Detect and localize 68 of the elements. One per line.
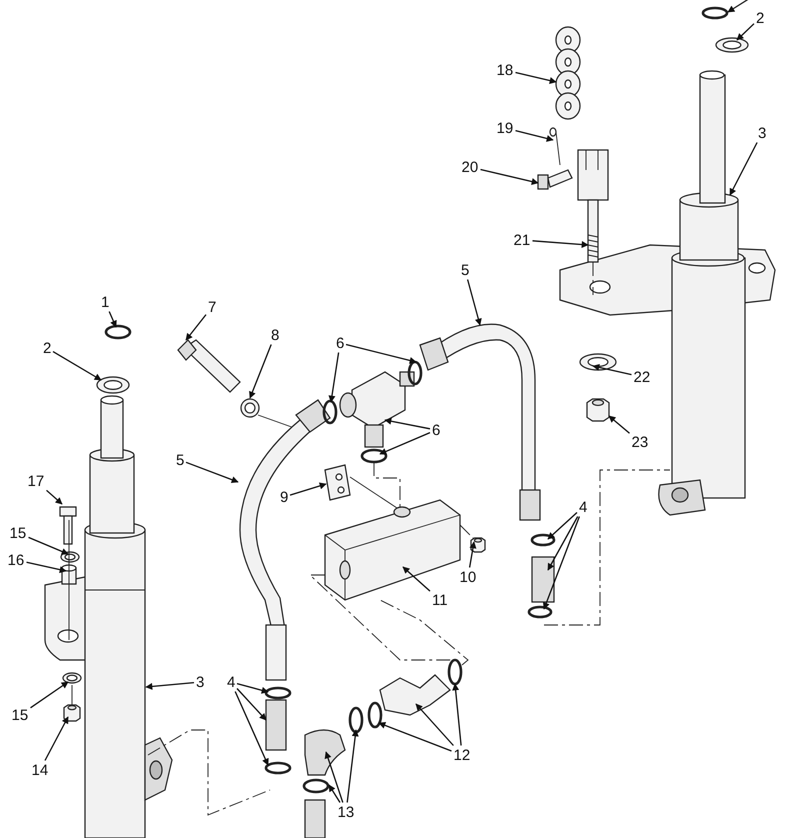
leader-line: [249, 344, 272, 399]
callout-number: 14: [32, 762, 48, 778]
leader-line: [452, 683, 462, 746]
callout-number: 10: [460, 568, 476, 586]
callout-number: 8: [271, 326, 280, 344]
leader-line: [547, 512, 578, 540]
callout-number: 9: [280, 488, 288, 506]
callout-number: 5: [176, 452, 184, 468]
leader-line: [608, 416, 630, 434]
leader-line: [384, 418, 430, 430]
leader-line: [542, 516, 580, 610]
leader-line: [328, 784, 341, 803]
callout-number: 6: [432, 422, 440, 438]
leader-line: [145, 682, 194, 690]
callout-number: 11: [432, 592, 448, 608]
leader-line: [402, 566, 430, 592]
callout-number: 18: [496, 62, 514, 78]
leader-line: [186, 462, 239, 484]
leader-line: [736, 23, 754, 40]
leader-line: [480, 168, 539, 185]
leader-line: [328, 352, 340, 403]
leader-line: [346, 729, 359, 803]
leader-line: [416, 703, 454, 746]
callout-number: 13: [338, 804, 354, 820]
leader-line: [466, 279, 482, 326]
leader-line: [378, 722, 452, 752]
callout-number: 21: [514, 232, 530, 248]
callout-number: 19: [496, 120, 514, 136]
callout-number: 22: [634, 368, 650, 386]
leader-line: [515, 130, 554, 142]
leader-line: [28, 536, 69, 555]
callout-number: 15: [12, 706, 28, 724]
callout-number: 17: [28, 472, 44, 490]
callout-number: 3: [758, 124, 766, 142]
leader-line: [379, 432, 430, 455]
leader-line: [324, 751, 344, 803]
callout-number: 5: [461, 262, 470, 278]
leader-line: [515, 72, 557, 84]
leader-line: [234, 691, 269, 766]
leader-line: [532, 240, 589, 248]
leader-line: [547, 516, 578, 571]
leader-line: [592, 364, 632, 376]
callout-number: 2: [43, 340, 52, 356]
callout-number: 7: [208, 298, 216, 316]
callout-number: 2: [756, 10, 764, 26]
callout-number: 23: [632, 434, 648, 450]
leader-line: [468, 541, 476, 568]
callout-number: 16: [8, 552, 24, 568]
leader-line: [236, 688, 266, 721]
leader-line: [346, 344, 417, 364]
leader-line: [30, 681, 69, 708]
leader-line: [46, 490, 63, 504]
leader-line: [26, 562, 67, 574]
callout-number: 4: [227, 674, 236, 690]
leader-line: [52, 351, 102, 381]
leader-line: [108, 311, 117, 328]
leader-line: [729, 142, 758, 196]
leader-line: [44, 716, 69, 761]
callout-number: 15: [10, 524, 26, 542]
callout-number: 3: [196, 674, 204, 690]
leader-line: [185, 314, 207, 341]
leader-line: [290, 482, 327, 496]
callout-number: 6: [336, 334, 344, 352]
callout-number: 1: [101, 294, 110, 310]
callout-number: 20: [462, 158, 478, 176]
leader-line: [236, 682, 269, 694]
callout-number: 4: [579, 498, 588, 516]
callout-number: 12: [454, 746, 470, 764]
